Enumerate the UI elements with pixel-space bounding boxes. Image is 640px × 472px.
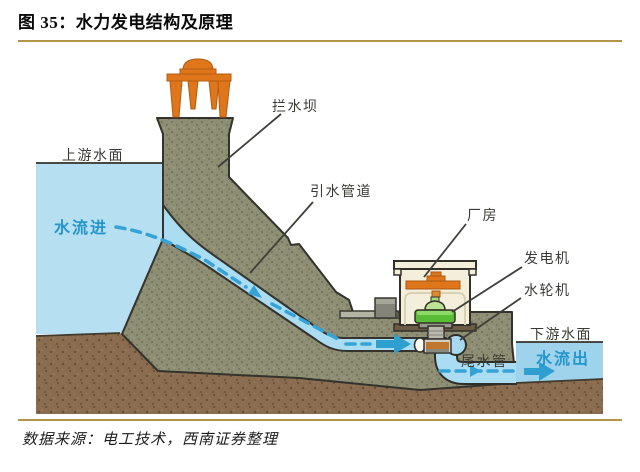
- generator-unit: [414, 296, 456, 329]
- leader-powerhouse: [423, 223, 467, 278]
- label-downstream-surface: 下游水面: [530, 326, 592, 342]
- label-powerhouse: 厂房: [467, 207, 498, 223]
- label-draft-tube: 尾水管: [461, 353, 508, 369]
- turbine-unit: [423, 325, 452, 354]
- header-divider: [18, 40, 622, 42]
- soil-ground: [35, 332, 603, 414]
- label-flow-in: 水流进: [54, 218, 108, 237]
- label-turbine: 水轮机: [524, 282, 571, 298]
- label-dam: 拦水坝: [272, 98, 319, 114]
- label-generator: 发电机: [524, 250, 571, 266]
- flow-arrows: [114, 225, 555, 381]
- draft-tube: [434, 352, 518, 385]
- data-source-note: 数据来源：电工技术，西南证券整理: [22, 432, 279, 448]
- gantry-crane-icon: [166, 58, 232, 118]
- leader-turbine: [459, 297, 522, 341]
- label-penstock: 引水管道: [310, 183, 372, 199]
- footer-divider: [18, 419, 622, 421]
- leader-dam: [217, 113, 282, 168]
- leader-lines: [217, 113, 523, 341]
- figure-title: 图 35：水力发电结构及原理: [18, 13, 234, 32]
- leader-generator: [451, 266, 523, 313]
- flow-arrow-out: [524, 362, 555, 381]
- powerhouse-ledge: [339, 297, 399, 319]
- upstream-water: [36, 162, 163, 334]
- leader-penstock: [249, 201, 314, 274]
- label-flow-out: 水流出: [536, 349, 590, 368]
- powerhouse-roof: [393, 260, 477, 270]
- flow-arrow-turbine: [376, 334, 411, 354]
- label-upstream-surface: 上游水面: [62, 147, 124, 163]
